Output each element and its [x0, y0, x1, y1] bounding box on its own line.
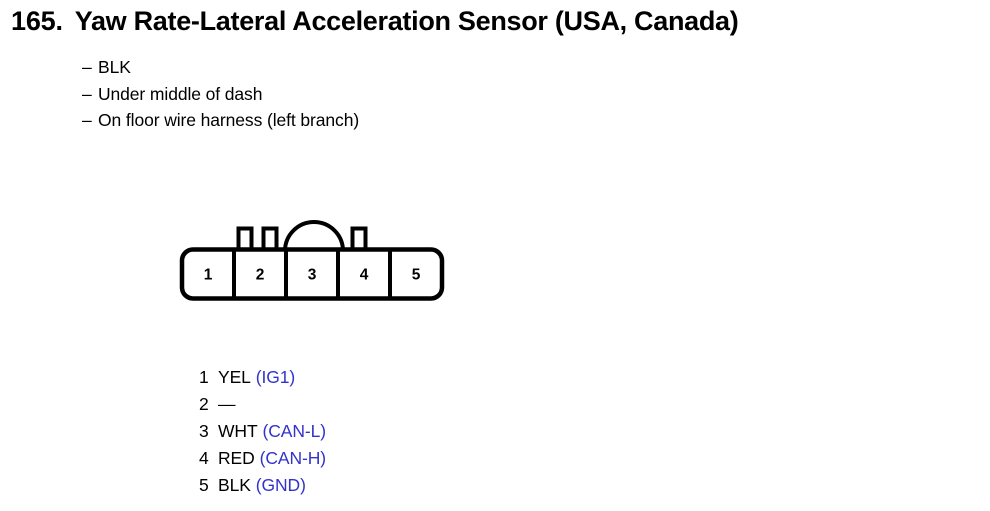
pin-wire-color: BLK	[218, 475, 251, 495]
connector-cell-3: 3	[308, 267, 317, 284]
pin-signal-name: (GND)	[255, 475, 306, 495]
pin-number: 2	[199, 394, 209, 414]
list-item: –On floor wire harness (left branch)	[82, 107, 359, 134]
pinout-row: 1 YEL(IG1)	[199, 364, 326, 391]
section-title: Yaw Rate-Lateral Acceleration Sensor (US…	[74, 6, 739, 36]
pinout-row: 4 RED(CAN-H)	[199, 445, 326, 472]
connector-cell-4: 4	[360, 267, 369, 284]
connector-cell-5: 5	[412, 267, 421, 284]
pin-signal-name: (CAN-L)	[262, 421, 327, 441]
pin-wire-color: YEL	[218, 367, 251, 387]
connector-diagram: 1 2 3 4 5	[172, 220, 462, 308]
list-item: –BLK	[82, 54, 359, 81]
locking-tab-right	[261, 226, 279, 250]
locking-tab-left	[236, 226, 254, 250]
list-item-label: BLK	[98, 57, 131, 77]
connector-cell-1: 1	[204, 267, 213, 284]
dash-marker: –	[82, 110, 92, 130]
connector-cell-2: 2	[256, 267, 265, 284]
pin-number: 5	[199, 475, 209, 495]
pin-signal-name: (IG1)	[255, 367, 296, 387]
detail-list: –BLK –Under middle of dash –On floor wir…	[82, 54, 359, 134]
dash-marker: –	[82, 57, 92, 77]
locking-tab-single	[350, 226, 368, 250]
pinout-row: 2—	[199, 391, 326, 418]
pin-number: 1	[199, 367, 209, 387]
list-item: –Under middle of dash	[82, 81, 359, 108]
pin-wire-color: WHT	[218, 421, 258, 441]
locking-tab-group	[236, 220, 368, 252]
page-title: 165. Yaw Rate-Lateral Acceleration Senso…	[11, 6, 739, 37]
section-number: 165.	[11, 6, 63, 36]
dash-marker: –	[82, 83, 92, 104]
pin-wire-color: —	[218, 394, 236, 414]
pin-number: 4	[199, 448, 209, 468]
pin-signal-name: (CAN-H)	[259, 448, 327, 468]
list-item-label: On floor wire harness (left branch)	[98, 110, 360, 130]
list-item-label: Under middle of dash	[98, 83, 263, 104]
connector-body	[179, 247, 445, 301]
arch-guide	[283, 220, 345, 252]
pinout-row: 3 WHT(CAN-L)	[199, 418, 326, 445]
pinout-row: 5 BLK(GND)	[199, 472, 326, 499]
cell-dividers	[232, 249, 392, 299]
pin-number: 3	[199, 421, 209, 441]
pin-wire-color: RED	[218, 448, 255, 468]
